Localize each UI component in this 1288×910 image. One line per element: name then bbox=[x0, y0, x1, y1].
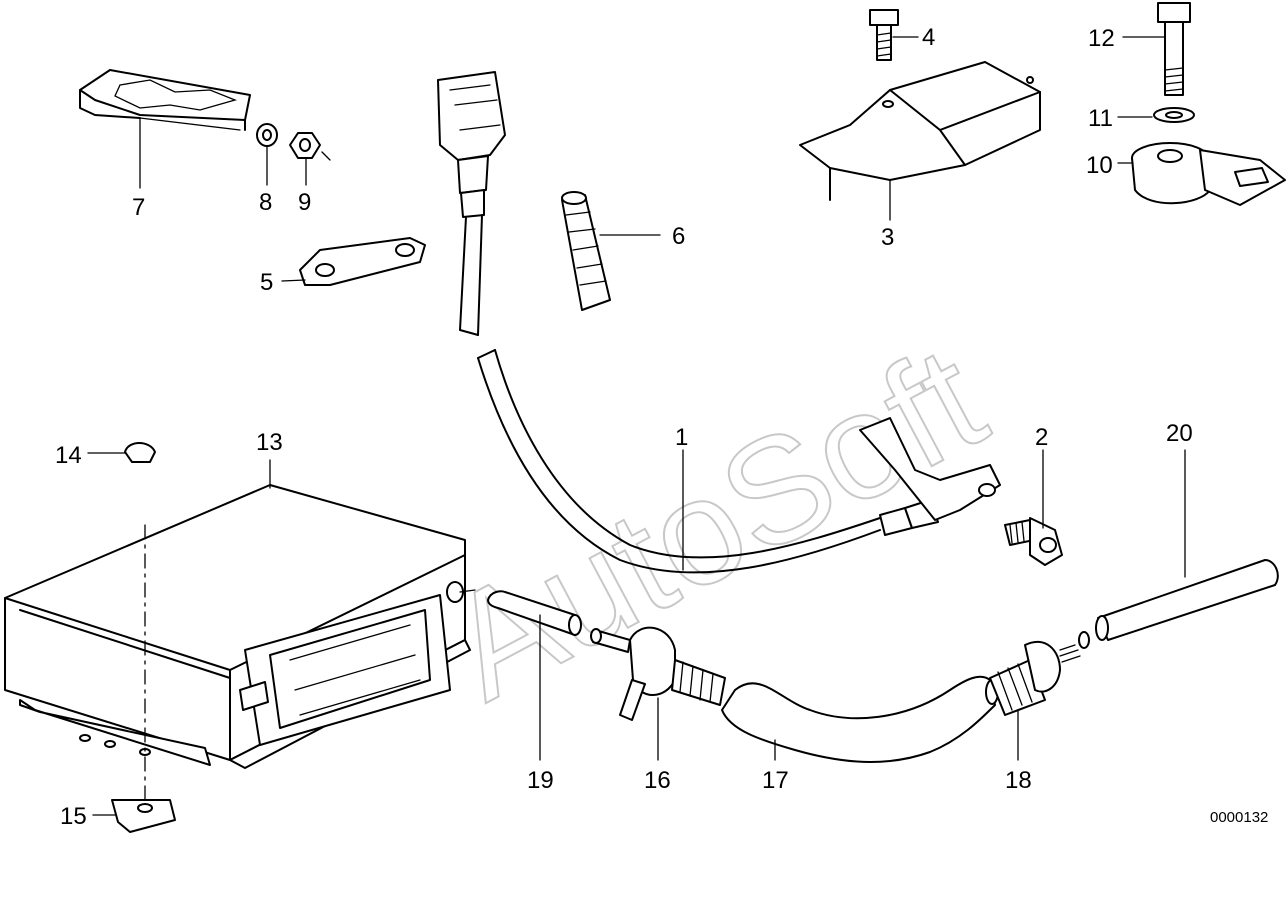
fitting-part-18 bbox=[989, 631, 1090, 716]
callout-19: 19 bbox=[527, 767, 554, 794]
callout-2: 2 bbox=[1035, 424, 1048, 451]
washer-part-11 bbox=[1153, 107, 1195, 123]
sleeve-part-6 bbox=[561, 191, 611, 311]
hose-part-17 bbox=[721, 675, 999, 763]
callout-15: 15 bbox=[60, 803, 87, 830]
callout-6: 6 bbox=[672, 223, 685, 250]
callout-7: 7 bbox=[132, 194, 145, 221]
hose-part-19 bbox=[487, 590, 582, 636]
screw-part-4 bbox=[869, 9, 899, 61]
callout-17: 17 bbox=[762, 767, 789, 794]
hose-part-20 bbox=[1095, 559, 1279, 641]
callout-16: 16 bbox=[644, 767, 671, 794]
strap-part-5 bbox=[299, 237, 426, 286]
callout-11: 11 bbox=[1088, 105, 1113, 132]
valve-part-16 bbox=[590, 626, 726, 721]
callout-1: 1 bbox=[675, 424, 688, 451]
callout-10: 10 bbox=[1086, 152, 1113, 179]
callout-8: 8 bbox=[259, 189, 272, 216]
callout-4: 4 bbox=[922, 24, 935, 51]
bolt-part-2 bbox=[1004, 517, 1063, 566]
cover-part-3 bbox=[799, 61, 1041, 201]
clip-part-15 bbox=[111, 799, 176, 833]
callout-12: 12 bbox=[1088, 25, 1115, 52]
washer-part-8 bbox=[256, 123, 278, 147]
cap-part-14 bbox=[124, 442, 156, 463]
image-code: 0000132 bbox=[1210, 809, 1268, 826]
callout-14: 14 bbox=[55, 442, 82, 469]
callout-3: 3 bbox=[881, 224, 894, 251]
callout-20: 20 bbox=[1166, 420, 1193, 447]
hex-nut-part-9 bbox=[289, 132, 321, 159]
sensor-connector-part bbox=[437, 71, 506, 336]
control-unit-part-13 bbox=[4, 484, 476, 769]
callout-13: 13 bbox=[256, 429, 283, 456]
callout-9: 9 bbox=[298, 189, 311, 216]
bolt-part-12 bbox=[1157, 2, 1191, 96]
callout-5: 5 bbox=[260, 269, 273, 296]
callout-18: 18 bbox=[1005, 767, 1032, 794]
sensor-cable-part-1 bbox=[477, 349, 1001, 574]
bracket-plate-part bbox=[79, 69, 251, 131]
knock-sensor-part-10 bbox=[1131, 142, 1286, 206]
leader-5 bbox=[281, 279, 306, 282]
